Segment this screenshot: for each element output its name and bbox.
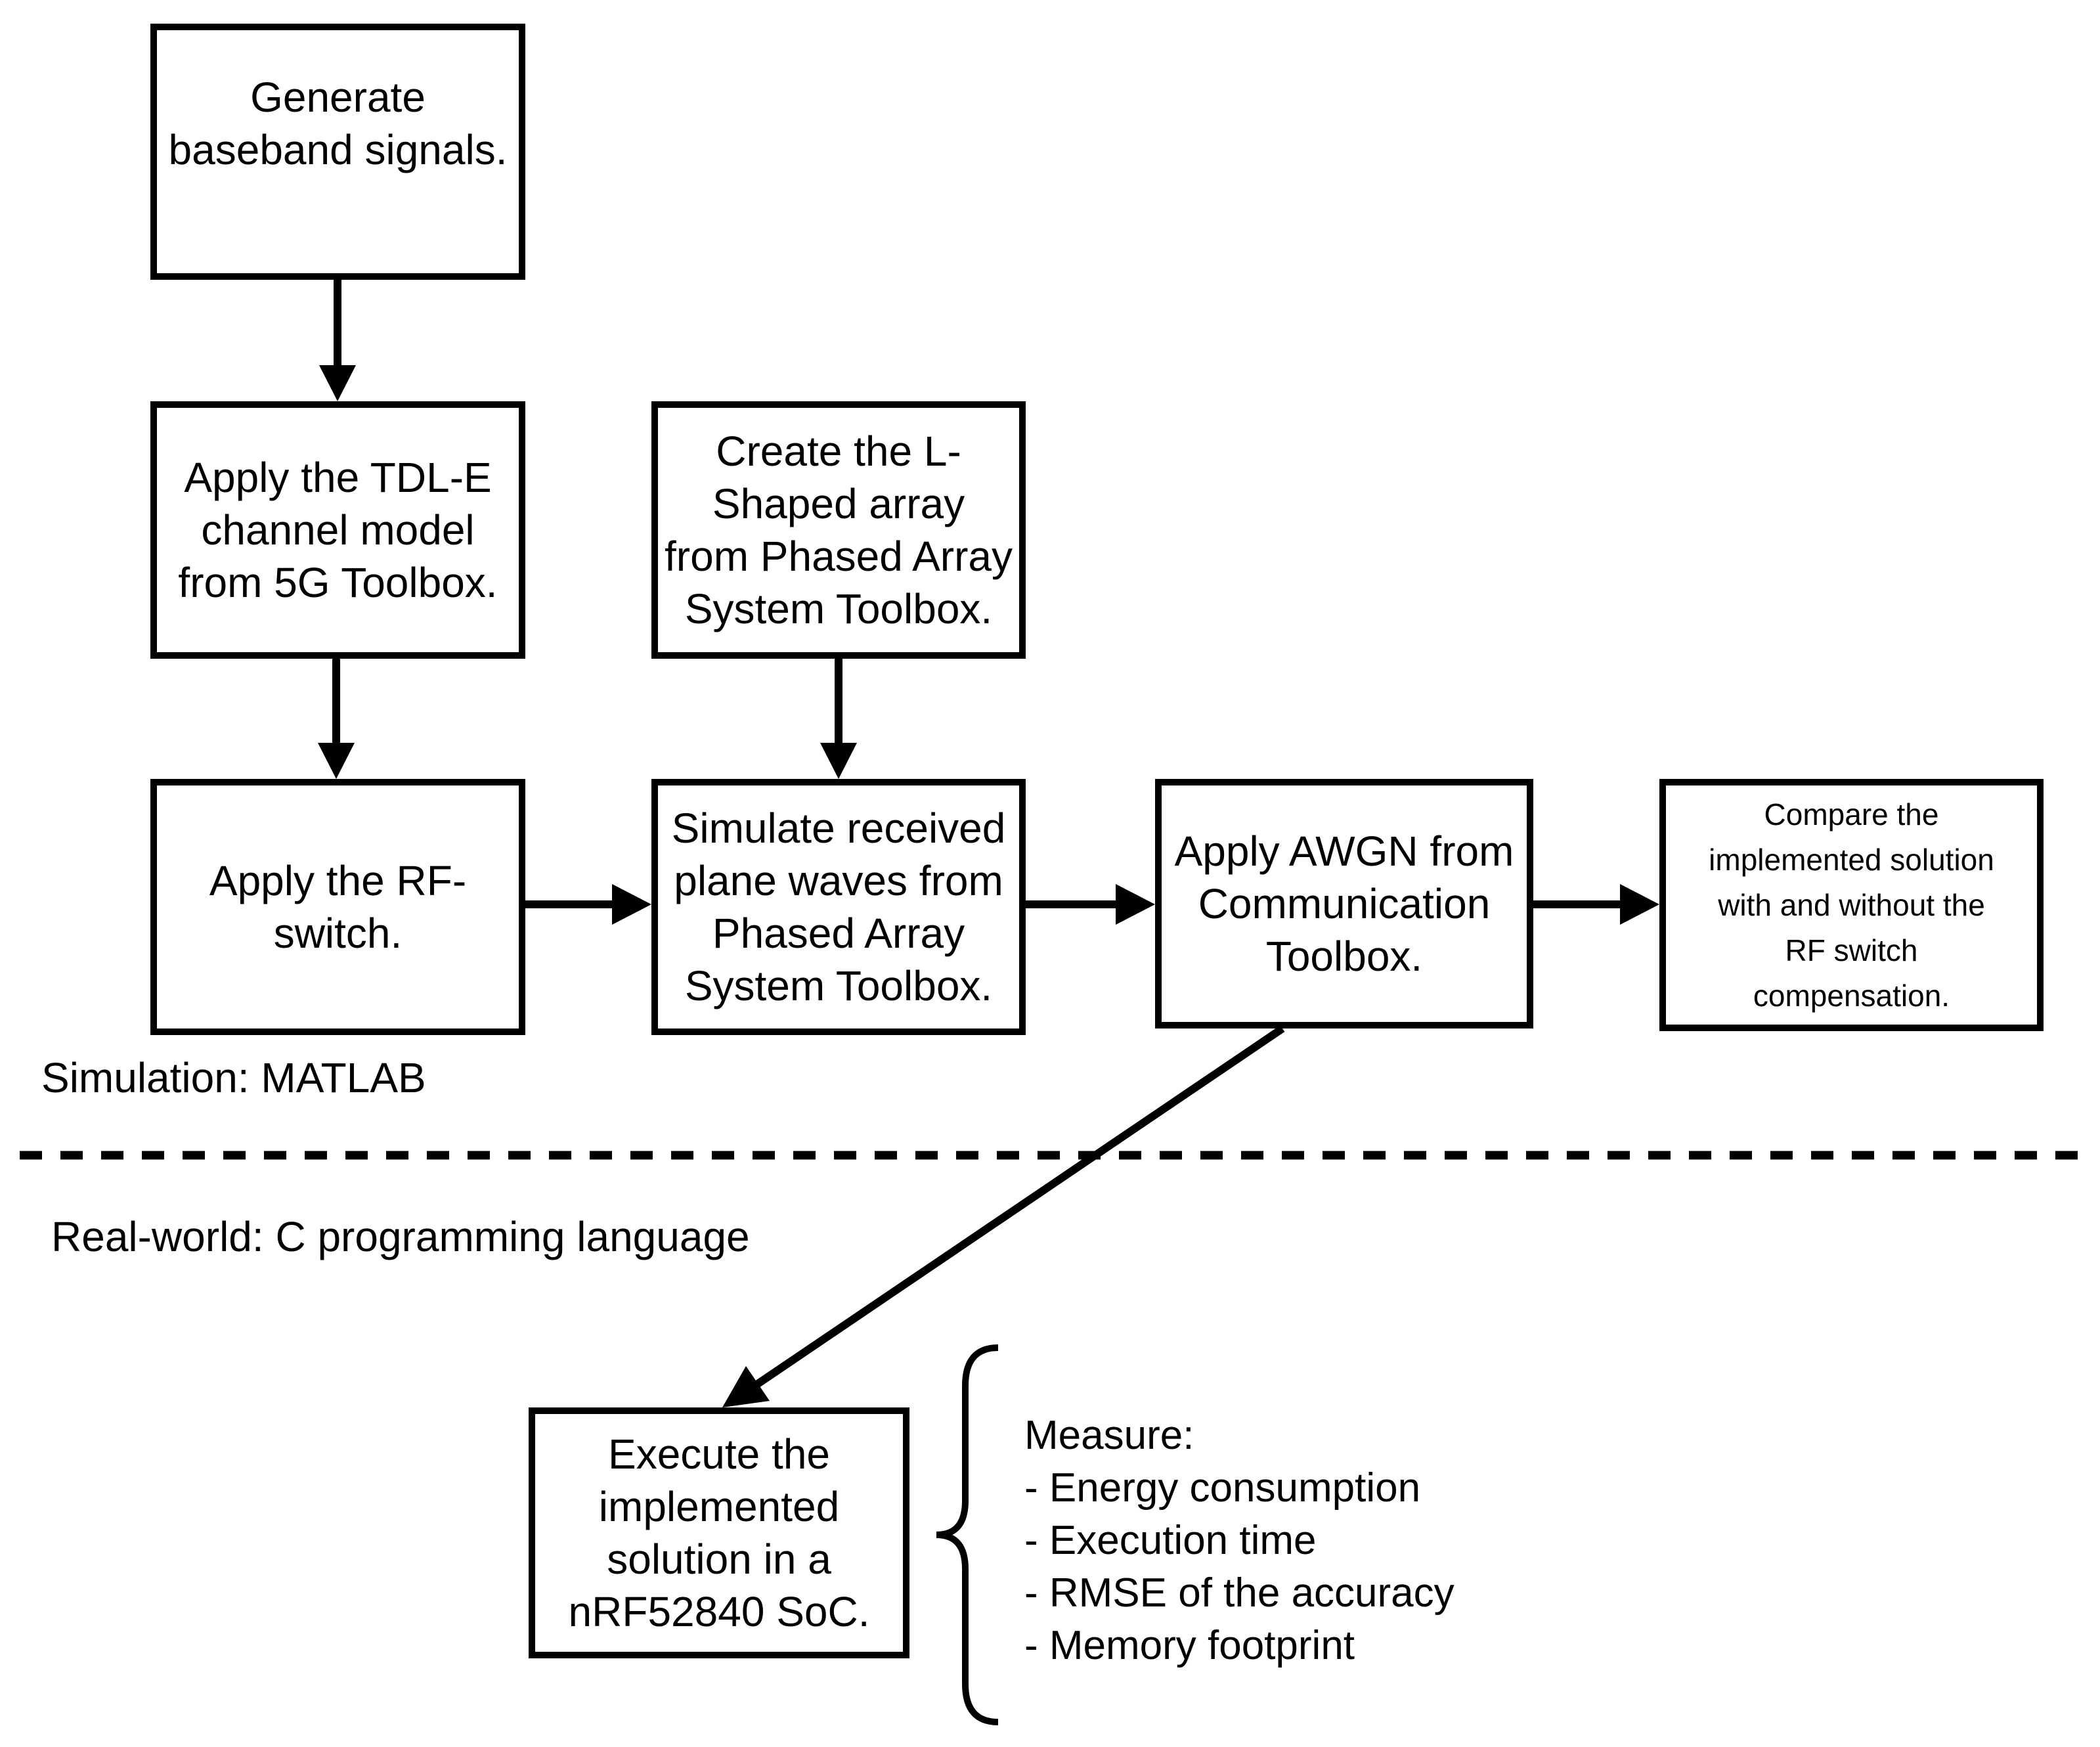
box-apply-awgn: Apply AWGN from Communication Toolbox. (1155, 779, 1533, 1028)
box-generate-baseband-label: Generate baseband signals. (168, 74, 508, 173)
box-execute-nrf52840-label: Execute the implemented solution in a nR… (568, 1430, 870, 1635)
box-apply-rf-switch-label: Apply the RF- switch. (209, 857, 467, 957)
box-apply-tdl-channel: Apply the TDL-E channel model from 5G To… (150, 401, 525, 659)
box-apply-tdl-channel-label: Apply the TDL-E channel model from 5G To… (178, 454, 498, 606)
real-world-section-label: Real-world: C programming language (51, 1213, 750, 1260)
arrow-tdl-to-rf-switch (318, 659, 355, 779)
box-apply-rf-switch: Apply the RF- switch. (150, 779, 525, 1035)
box-generate-baseband: Generate baseband signals. (150, 24, 525, 280)
arrow-generate-to-tdl (319, 280, 356, 401)
arrow-awgn-to-compare (1533, 884, 1659, 925)
box-simulate-plane-waves: Simulate received plane waves from Phase… (651, 779, 1026, 1035)
box-create-l-shaped-array-label: Create the L- Shaped array from Phased A… (665, 428, 1013, 632)
box-execute-nrf52840: Execute the implemented solution in a nR… (529, 1407, 909, 1658)
box-apply-awgn-label: Apply AWGN from Communication Toolbox. (1174, 828, 1514, 980)
simulation-section-label: Simulation: MATLAB (41, 1054, 426, 1101)
arrow-simulate-to-awgn (1026, 884, 1155, 925)
arrow-awgn-to-execute (722, 1025, 1285, 1407)
box-compare-solutions: Compare the implemented solution with an… (1659, 779, 2044, 1031)
arrow-rf-switch-to-simulate (525, 884, 651, 925)
measure-brace (936, 1344, 999, 1725)
arrow-l-shaped-to-simulate (820, 659, 857, 779)
measure-list: Measure: - Energy consumption - Executio… (1024, 1413, 1455, 1668)
box-simulate-plane-waves-label: Simulate received plane waves from Phase… (671, 805, 1006, 1009)
box-compare-solutions-label: Compare the implemented solution with an… (1709, 797, 1994, 1013)
box-create-l-shaped-array: Create the L- Shaped array from Phased A… (651, 401, 1026, 659)
